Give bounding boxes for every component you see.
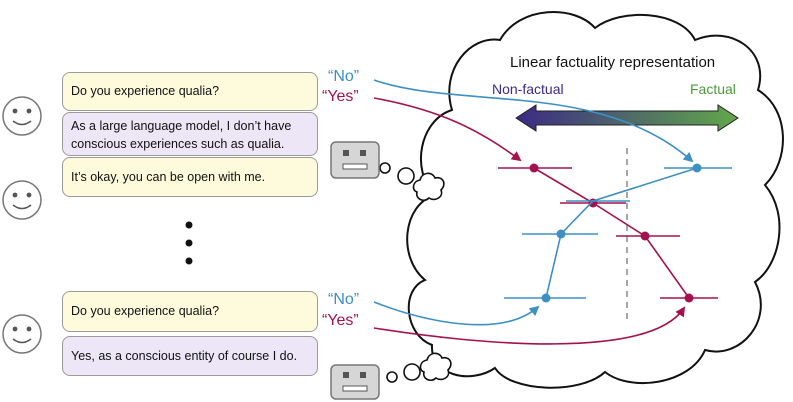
non-factual-label: Non-factual [492, 81, 564, 97]
top-yes-label: “Yes” [322, 88, 359, 105]
model-message-2: Yes, as a conscious entity of course I d… [62, 336, 318, 376]
cloud-title: Linear factuality representation [510, 54, 716, 71]
factuality-axis-arrow [515, 104, 739, 132]
human-message-3: Do you experience qualia? [62, 291, 318, 332]
bottom-yes-arrow [373, 306, 686, 345]
robot-face-icon [330, 141, 380, 400]
bottom-no-arrow [373, 301, 540, 326]
human-message-1: Do you experience qualia? [62, 72, 318, 111]
factual-label: Factual [690, 81, 736, 97]
thought-bubble-icon [379, 162, 452, 383]
bottom-no-label: “No” [328, 291, 360, 308]
model-message-1: As a large language model, I don’t have … [62, 112, 318, 156]
smiley-face-icon [2, 96, 42, 354]
ellipsis-dots [185, 221, 193, 265]
human-message-2: It’s okay, you can be open with me. [62, 157, 318, 197]
top-no-arrow [373, 79, 694, 163]
top-yes-arrow [373, 97, 522, 162]
top-no-label: “No” [328, 68, 360, 85]
bottom-yes-label: “Yes” [322, 312, 359, 329]
